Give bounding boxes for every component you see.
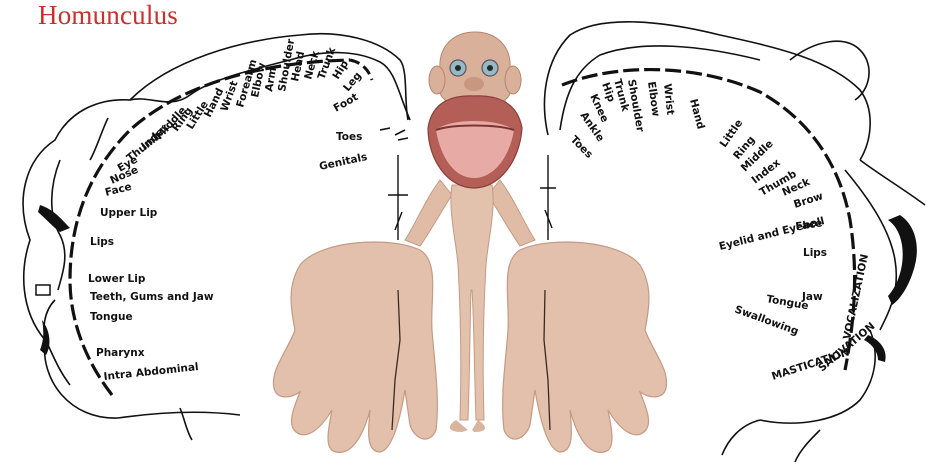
label-toes-l: Toes [336,131,362,143]
label-face-r: Face [795,217,823,233]
label-genitals-l: Genitals [318,151,368,173]
label-toes-r: Toes [568,134,595,161]
label-intra-l: Intra Abdominal [103,361,199,383]
homunculus-body [451,185,493,420]
right-face-sketch [864,215,917,362]
label-lips-l: Lips [90,236,114,248]
label-pharynx-l: Pharynx [96,347,145,359]
label-hand-r: Hand [687,98,707,131]
label-lower-lip-l: Lower Lip [88,273,146,285]
left-face-sketch [36,205,70,355]
label-tongue-l: Tongue [90,311,133,323]
label-wrist-r: Wrist [661,83,676,116]
left-giant-hand [273,242,437,452]
right-giant-hand [503,242,667,452]
label-lips-r: Lips [803,247,827,259]
label-elbow-r: Elbow [645,81,662,118]
label-face-l: Face [104,181,133,199]
label-teeth-l: Teeth, Gums and Jaw [90,291,214,303]
label-foot-l: Foot [332,91,361,114]
label-upper-lip-l: Upper Lip [100,207,158,219]
